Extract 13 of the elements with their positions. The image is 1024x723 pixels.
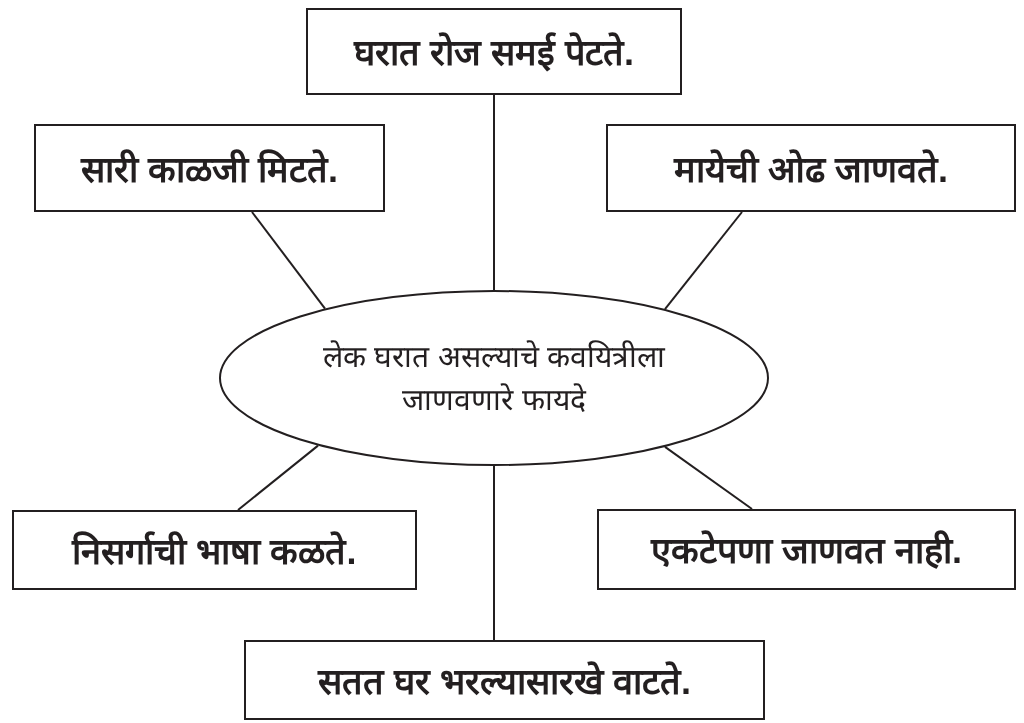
connector-line	[664, 211, 743, 311]
connector-line	[251, 211, 326, 310]
central-ellipse: लेक घरात असल्याचे कवयित्रीला जाणवणारे फायदे	[219, 290, 769, 466]
connector-line	[237, 444, 319, 511]
text-box: मायेची ओढ जाणवते.	[606, 124, 1016, 212]
connector-line	[493, 465, 495, 641]
text-box: सतत घर भरल्यासारखे वाटते.	[244, 640, 765, 720]
connector-line	[493, 94, 495, 291]
connector-line	[664, 445, 753, 510]
text-box: निसर्गाची भाषा कळते.	[12, 510, 417, 590]
text-box: घरात रोज समई पेटते.	[306, 8, 682, 95]
text-box: एकटेपणा जाणवत नाही.	[597, 509, 1016, 590]
text-box: सारी काळजी मिटते.	[34, 124, 385, 212]
